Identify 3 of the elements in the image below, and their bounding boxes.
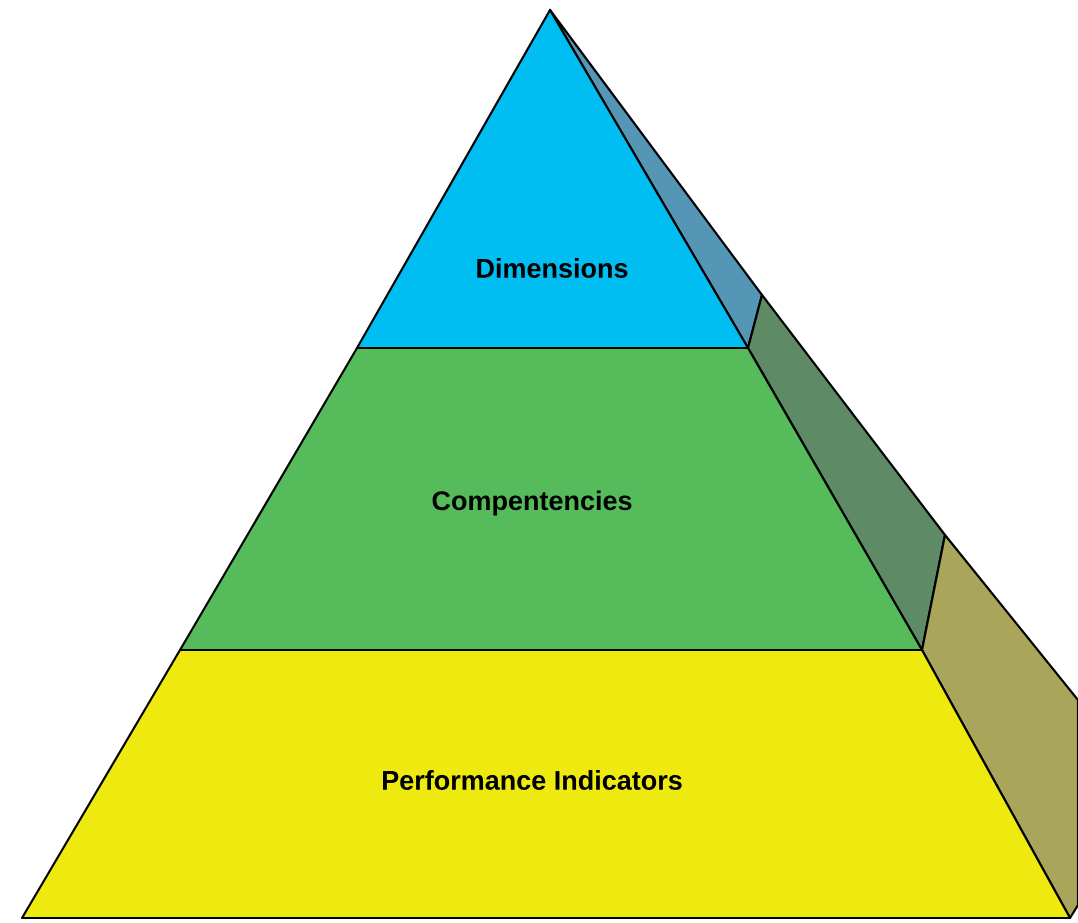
pyramid-layer: Performance Indicators xyxy=(20,533,1078,920)
pyramid-layer: Compentencies xyxy=(178,293,947,652)
pyramid-layer: Dimensions xyxy=(355,8,764,350)
